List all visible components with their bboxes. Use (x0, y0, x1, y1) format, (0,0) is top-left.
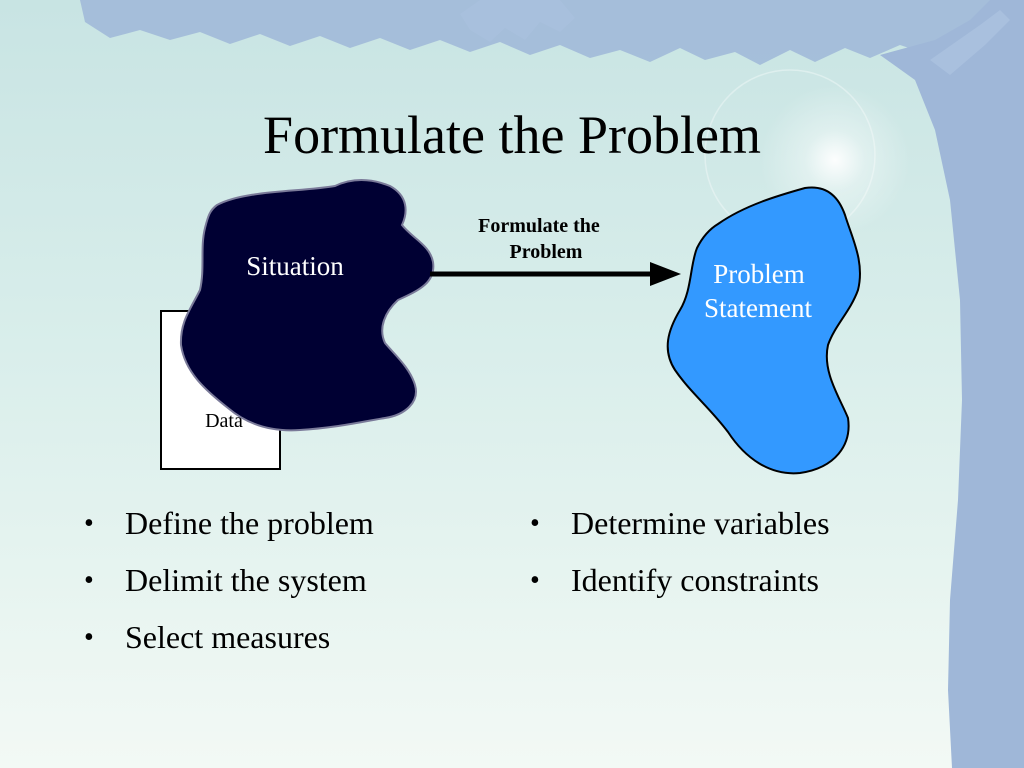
bullet-text: Define the problem (125, 505, 374, 541)
bullet-dot: • (530, 565, 540, 596)
situation-blob (179, 179, 435, 432)
tree-branch (930, 10, 1010, 75)
bullet-item: • Identify constraints (528, 552, 948, 609)
situation-label: Situation (246, 251, 344, 281)
bullet-item: • Select measures (82, 609, 502, 666)
bullet-dot: • (84, 508, 94, 539)
bullet-item: • Determine variables (528, 495, 948, 552)
bullet-list-right: • Determine variables • Identify constrain… (528, 495, 948, 609)
bullet-dot: • (84, 622, 94, 653)
formulate-arrow-head (650, 262, 681, 286)
slide-title: Formulate the Problem (263, 105, 761, 165)
bullet-text: Identify constraints (571, 562, 819, 598)
tree-trunk (880, 0, 1024, 768)
data-label: Data (205, 410, 243, 432)
bullet-item: • Delimit the system (82, 552, 502, 609)
bullet-text: Delimit the system (125, 562, 367, 598)
arrow-label-line1: Formulate the (478, 215, 600, 237)
tree-foliage (80, 0, 1024, 65)
bullet-list-left: •Define the problem •Delimit the system … (82, 495, 502, 666)
bullet-dot: • (84, 565, 94, 596)
problem-statement-line2: Statement (704, 293, 812, 323)
bullet-text: Determine variables (571, 505, 830, 541)
bullet-text: Select measures (125, 619, 331, 655)
problem-statement-blob (666, 186, 861, 475)
foliage-clump (460, 0, 575, 42)
bullet-item: • Define the problem (82, 495, 502, 552)
arrow-label-line2: Problem (510, 241, 583, 263)
problem-statement-line1: Problem (713, 259, 805, 289)
bullet-dot: • (530, 508, 540, 539)
